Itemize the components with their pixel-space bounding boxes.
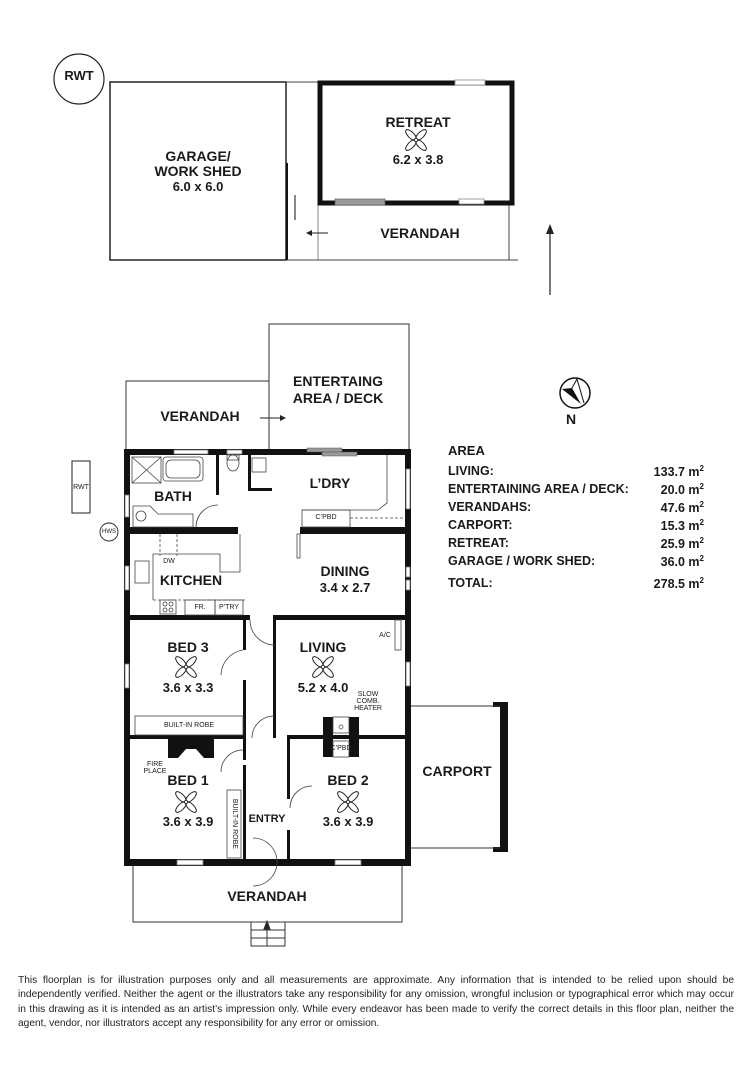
- area-total-value: 278.5 m: [653, 577, 700, 592]
- laundry-label: L’DRY: [309, 475, 351, 491]
- bed2-fan-icon: [335, 789, 361, 815]
- garage-work-shed: [109, 81, 296, 261]
- area-row-label: RETREAT:: [448, 536, 509, 550]
- area-row: LIVING: 133.7 m2: [448, 464, 704, 482]
- ac-label: A/C: [379, 632, 391, 639]
- bed1-robe-label: BUILT-IN ROBE: [230, 798, 238, 849]
- area-row: VERANDAHS: 47.6 m2: [448, 500, 704, 518]
- area-total-row: TOTAL: 278.5 m2: [448, 576, 704, 594]
- area-row: RETREAT: 25.9 m2: [448, 536, 704, 554]
- area-row-value: 36.0 m: [660, 555, 700, 570]
- disclaimer-text: This floorplan is for illustration purpo…: [18, 975, 734, 1030]
- entertaining-label-line2: AREA / DECK: [292, 390, 384, 406]
- hws-label: HWS: [102, 529, 116, 535]
- front-verandah-label: VERANDAH: [227, 888, 307, 904]
- hot-water-service: [99, 522, 119, 542]
- fireplace-label-line1: FIRE: [147, 761, 163, 768]
- area-table: AREA LIVING: 133.7 m2 ENTERTAINING AREA …: [448, 443, 704, 594]
- windows: [124, 449, 411, 866]
- bed1-fan-icon: [173, 789, 199, 815]
- heater-label-line3: HEATER: [354, 705, 382, 712]
- bed2-cupboard-label: C’PBD: [330, 745, 352, 752]
- area-row-label: LIVING:: [448, 464, 494, 478]
- retreat-building: [317, 79, 515, 206]
- bathroom-fixtures: [131, 454, 267, 528]
- area-row-value: 47.6 m: [660, 501, 700, 516]
- carport-outline: [411, 705, 500, 849]
- area-row: CARPORT: 15.3 m2: [448, 518, 704, 536]
- area-table-title: AREA: [448, 443, 485, 458]
- bedroom-fixtures: [134, 619, 402, 859]
- carport-label: CARPORT: [422, 763, 492, 779]
- area-row-label: GARAGE / WORK SHED:: [448, 554, 596, 568]
- garage-label-line1: GARAGE/: [165, 148, 231, 164]
- area-row: ENTERTAINING AREA / DECK: 20.0 m2: [448, 482, 704, 500]
- area-row-value: 20.0 m: [660, 483, 700, 498]
- bed1-dims: 3.6 x 3.9: [162, 814, 214, 829]
- north-arrow-line: [546, 224, 554, 295]
- living-dims: 5.2 x 4.0: [297, 680, 349, 695]
- bed2-label: BED 2: [327, 772, 369, 788]
- side-rwt-label: RWT: [73, 484, 89, 491]
- bed3-fan-icon: [173, 654, 199, 680]
- entry-label: ENTRY: [248, 813, 286, 825]
- living-label: LIVING: [299, 639, 347, 655]
- retreat-label: RETREAT: [385, 114, 451, 130]
- entertaining-label-line1: ENTERTAING: [293, 373, 383, 389]
- door-swings: [220, 619, 313, 887]
- outbuilding-verandah-label: VERANDAH: [380, 225, 460, 241]
- laundry-cupboard-label: C’PBD: [315, 514, 337, 521]
- unit-superscript: 2: [699, 482, 704, 491]
- dining-dims: 3.4 x 2.7: [319, 580, 371, 595]
- area-row: GARAGE / WORK SHED: 36.0 m2: [448, 554, 704, 572]
- retreat-fan-icon: [403, 127, 429, 153]
- area-row-value: 133.7 m: [653, 465, 700, 480]
- rwt-tank-top: [53, 53, 105, 105]
- bed3-robe-label: BUILT-IN ROBE: [163, 722, 215, 729]
- pantry-label: P’TRY: [218, 604, 240, 611]
- laundry-fixtures: [296, 455, 404, 559]
- dishwasher-label: DW: [163, 558, 175, 565]
- unit-superscript: 2: [699, 464, 704, 473]
- unit-superscript: 2: [699, 576, 704, 585]
- front-verandah-outline: [132, 866, 403, 947]
- area-row-value: 25.9 m: [660, 537, 700, 552]
- rwt-top-label: RWT: [64, 68, 94, 83]
- compass-icon: [559, 377, 591, 409]
- breezeway: [287, 81, 518, 261]
- garage-label-line2: WORK SHED: [154, 163, 242, 179]
- kitchen-fixtures: [134, 534, 245, 616]
- unit-superscript: 2: [699, 554, 704, 563]
- heater-label-line2: COMB.: [356, 698, 380, 705]
- living-fan-icon: [310, 654, 336, 680]
- fireplace-label-line2: PLACE: [143, 768, 167, 775]
- unit-superscript: 2: [699, 518, 704, 527]
- retreat-dims: 6.2 x 3.8: [392, 152, 444, 167]
- area-total-label: TOTAL:: [448, 576, 493, 590]
- main-house-walls: [124, 449, 508, 866]
- area-row-label: ENTERTAINING AREA / DECK:: [448, 482, 629, 496]
- rear-verandah-label: VERANDAH: [160, 408, 240, 424]
- side-rwt-tank: [71, 460, 91, 514]
- area-row-label: VERANDAHS:: [448, 500, 532, 514]
- bed2-dims: 3.6 x 3.9: [322, 814, 374, 829]
- bed1-label: BED 1: [167, 772, 209, 788]
- unit-superscript: 2: [699, 536, 704, 545]
- bath-label: BATH: [154, 488, 192, 504]
- bed3-label: BED 3: [167, 639, 209, 655]
- north-label: N: [566, 411, 577, 427]
- garage-dims: 6.0 x 6.0: [172, 179, 224, 194]
- kitchen-label: KITCHEN: [159, 572, 223, 588]
- fridge-label: FR.: [194, 604, 206, 611]
- unit-superscript: 2: [699, 500, 704, 509]
- dining-label: DINING: [320, 563, 370, 579]
- rear-sliding-door: [306, 447, 358, 457]
- area-row-value: 15.3 m: [660, 519, 700, 534]
- area-row-label: CARPORT:: [448, 518, 513, 532]
- bed3-dims: 3.6 x 3.3: [162, 680, 214, 695]
- heater-label-line1: SLOW: [357, 691, 379, 698]
